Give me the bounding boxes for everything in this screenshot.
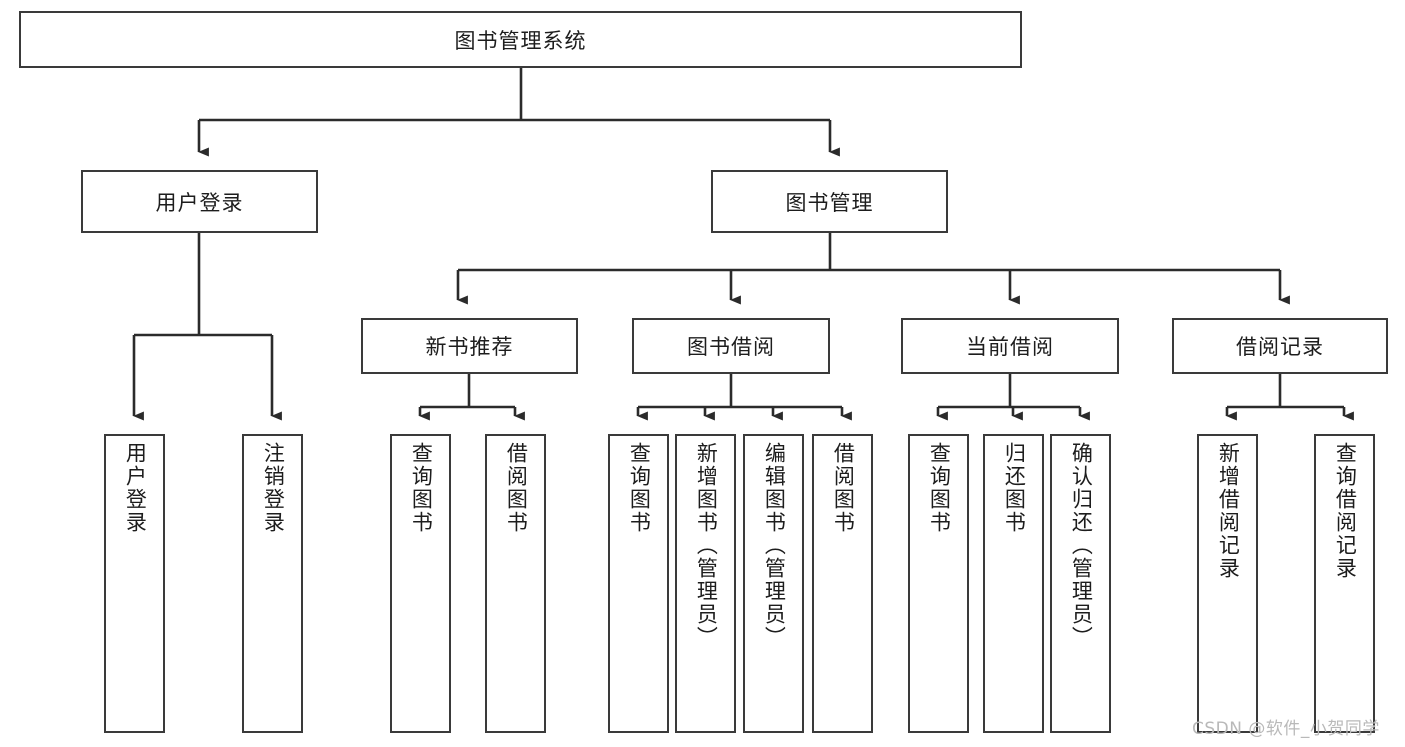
leaf-add-borrow-record-label: 新增借阅记录	[1216, 442, 1241, 580]
node-user-login[interactable]: 用户登录	[81, 170, 318, 233]
node-borrow-record-label: 借阅记录	[1236, 335, 1324, 359]
leaf-query-book-current-label: 查询图书	[927, 442, 952, 534]
node-new-book-recommend[interactable]: 新书推荐	[361, 318, 578, 374]
leaf-add-book-admin-label: 新增图书（管理员）	[694, 442, 719, 649]
leaf-add-book-admin[interactable]: 新增图书（管理员）	[675, 434, 736, 733]
node-book-borrow-label: 图书借阅	[687, 335, 775, 359]
node-current-borrow[interactable]: 当前借阅	[901, 318, 1119, 374]
leaf-edit-book-admin[interactable]: 编辑图书（管理员）	[743, 434, 804, 733]
leaf-user-login[interactable]: 用户登录	[104, 434, 165, 733]
node-root-system[interactable]: 图书管理系统	[19, 11, 1022, 68]
leaf-return-book-label: 归还图书	[1002, 442, 1027, 534]
leaf-borrow-book-borrow[interactable]: 借阅图书	[812, 434, 873, 733]
leaf-confirm-return-admin[interactable]: 确认归还（管理员）	[1050, 434, 1111, 733]
node-book-management-label: 图书管理	[785, 190, 874, 215]
leaf-edit-book-admin-label: 编辑图书（管理员）	[762, 442, 787, 649]
node-new-book-recommend-label: 新书推荐	[425, 335, 514, 359]
leaf-return-book[interactable]: 归还图书	[983, 434, 1044, 733]
leaf-user-login-label: 用户登录	[123, 442, 148, 534]
leaf-query-borrow-record[interactable]: 查询借阅记录	[1314, 434, 1375, 733]
leaf-borrow-book-recommend-label: 借阅图书	[504, 442, 529, 534]
leaf-query-book-borrow-label: 查询图书	[627, 442, 652, 534]
leaf-query-book-recommend[interactable]: 查询图书	[390, 434, 451, 733]
node-book-borrow[interactable]: 图书借阅	[632, 318, 830, 374]
node-current-borrow-label: 当前借阅	[966, 335, 1054, 359]
leaf-query-borrow-record-label: 查询借阅记录	[1333, 442, 1358, 580]
node-borrow-record[interactable]: 借阅记录	[1172, 318, 1388, 374]
leaf-borrow-book-borrow-label: 借阅图书	[831, 442, 856, 534]
leaf-query-book-current[interactable]: 查询图书	[908, 434, 969, 733]
leaf-query-book-recommend-label: 查询图书	[409, 442, 434, 534]
csdn-watermark: CSDN @软件_小贺同学	[1192, 719, 1380, 739]
node-book-management[interactable]: 图书管理	[711, 170, 948, 233]
node-root-system-label: 图书管理系统	[454, 28, 587, 53]
leaf-logout[interactable]: 注销登录	[242, 434, 303, 733]
leaf-query-book-borrow[interactable]: 查询图书	[608, 434, 669, 733]
node-user-login-label: 用户登录	[155, 190, 244, 215]
leaf-add-borrow-record[interactable]: 新增借阅记录	[1197, 434, 1258, 733]
leaf-logout-label: 注销登录	[261, 442, 286, 534]
leaf-borrow-book-recommend[interactable]: 借阅图书	[485, 434, 546, 733]
leaf-confirm-return-admin-label: 确认归还（管理员）	[1069, 442, 1094, 649]
